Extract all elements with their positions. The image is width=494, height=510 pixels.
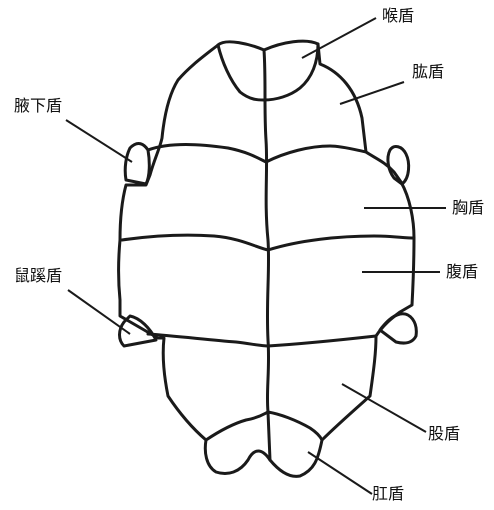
label-pectoral: 胸盾 [452, 200, 484, 216]
inguinal-scute-right [380, 314, 416, 343]
label-inguinal: 鼠蹊盾 [14, 268, 62, 284]
label-humeral: 肱盾 [412, 64, 444, 80]
label-gular: 喉盾 [382, 8, 414, 24]
femoral-anal-seam [206, 412, 322, 440]
leader-axillary [66, 120, 132, 162]
gular-seam-right [264, 44, 318, 100]
leader-gular [302, 18, 376, 58]
gular-seam [218, 45, 264, 100]
midline-seam [264, 50, 270, 460]
label-femoral: 股盾 [428, 426, 460, 442]
abdominal-femoral-seam [148, 334, 376, 346]
leader-humeral [340, 82, 404, 104]
label-abdominal: 腹盾 [446, 264, 478, 280]
humeral-pectoral-seam [148, 145, 366, 163]
leader-anal [308, 452, 372, 494]
label-axillary: 腋下盾 [14, 98, 62, 114]
label-anal: 肛盾 [372, 486, 404, 502]
axillary-scute-left [125, 144, 149, 184]
